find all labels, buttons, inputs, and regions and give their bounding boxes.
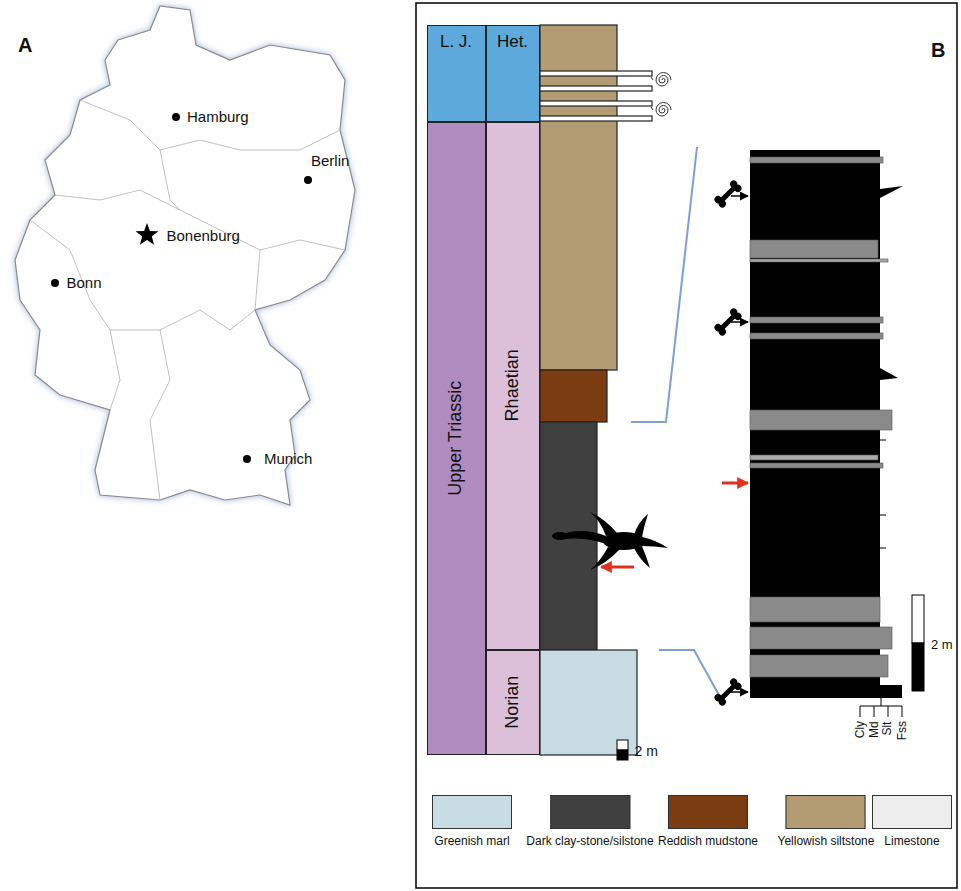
legend-text: Greenish marl (434, 834, 509, 848)
grain-size-label: Cly (854, 721, 867, 738)
legend-swatch (786, 795, 866, 829)
legend-swatch (432, 795, 512, 829)
stage-box: Het. (486, 25, 540, 122)
bone-icon (713, 179, 743, 209)
level-arrow (601, 566, 634, 569)
legend-text: Limestone (884, 834, 939, 848)
legend-entry: Limestone (872, 795, 952, 848)
grain-size-label: Fss (896, 721, 909, 740)
pointer-arrow (731, 196, 748, 692)
scale-label: 2 m (931, 638, 953, 652)
legend-entry: Yellowish siltstone (778, 795, 875, 848)
ammonite-icon (651, 103, 671, 117)
ammonite-icon (651, 73, 671, 87)
unit-name: Rhaetian (502, 349, 523, 421)
legend-entry: Dark clay-stone/silstone (526, 795, 653, 848)
legend-swatch (550, 795, 630, 829)
scale-label: 2 m (635, 744, 658, 759)
legend-swatch (872, 795, 952, 829)
level-arrow (722, 482, 748, 485)
legend-swatch (668, 795, 748, 829)
city-name: Hamburg (187, 109, 249, 126)
germany-map (15, 6, 355, 505)
grain-size-label: Slt (881, 721, 894, 735)
legend-text: Reddish mudstone (658, 834, 758, 848)
unit-name: Norian (502, 675, 523, 728)
period-box: Upper Triassic (427, 122, 486, 755)
legend-entry: Reddish mudstone (658, 795, 758, 848)
legend-text: Yellowish siltstone (778, 834, 875, 848)
unit-name: Het. (497, 32, 528, 52)
unit-name: Upper Triassic (446, 380, 467, 495)
city-name: Bonn (67, 275, 102, 292)
panel-letter: B (931, 39, 945, 61)
period-box: L. J. (427, 25, 486, 122)
stage-box: Rhaetian (486, 122, 540, 650)
site-name: Bonenburg (167, 228, 240, 245)
zoom-bracket (631, 147, 720, 697)
lithology-column (540, 25, 652, 755)
city-name: Berlin (311, 153, 349, 170)
stage-box: Norian (486, 650, 540, 755)
scale-bar (617, 740, 628, 760)
grain-size-label: Md (867, 721, 880, 738)
legend-entry: Greenish marl (432, 795, 512, 848)
unit-name: L. J. (440, 32, 472, 52)
city-name: Munich (264, 451, 312, 468)
panel-letter: A (18, 34, 32, 56)
legend-text: Dark clay-stone/silstone (526, 834, 653, 848)
scale-bar (912, 595, 924, 691)
panel-frame (416, 3, 957, 888)
detailed-log (750, 150, 903, 698)
plesiosaur-silhouette (552, 512, 668, 570)
grain-size-axis (860, 698, 902, 717)
